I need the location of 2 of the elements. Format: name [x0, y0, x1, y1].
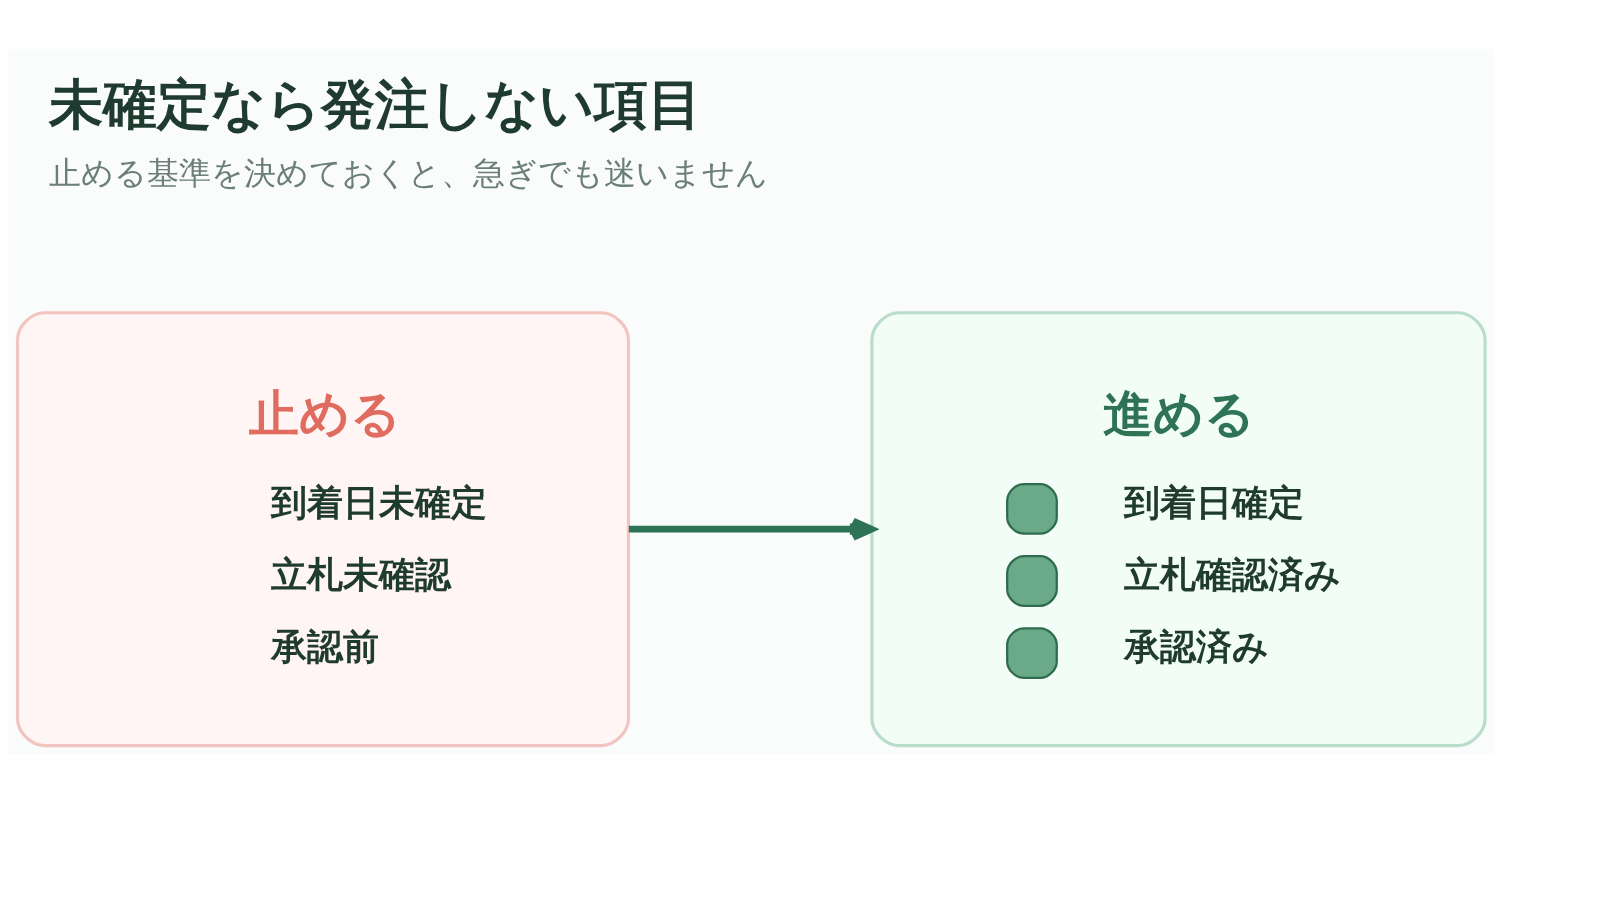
- caption: 止める基準を決めておくと、急ぎでも迷いません: [49, 154, 769, 191]
- diagram-title: 未確定なら発注しない項目: [49, 72, 703, 136]
